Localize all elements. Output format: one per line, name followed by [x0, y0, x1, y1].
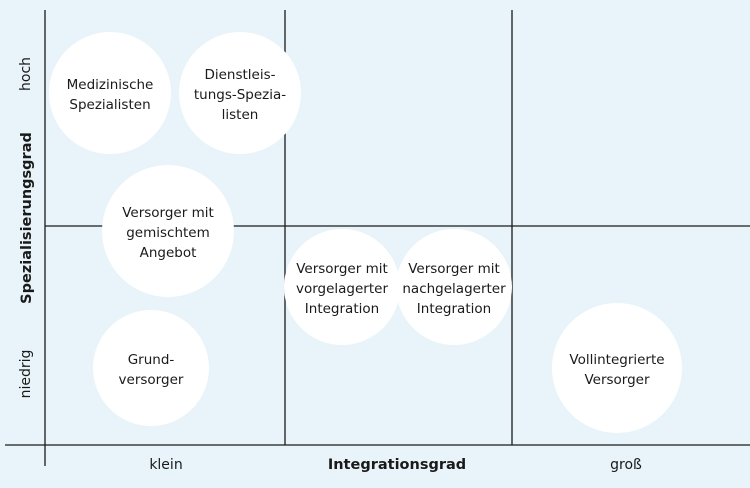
bubble-line: tungs-Spezia-: [194, 87, 286, 103]
bubble-vorgelagerte-integration: Versorger mit vorgelagerter Integration: [284, 229, 400, 345]
bubble-nachgelagerte-integration: Versorger mit nachgelagerter Integration: [396, 229, 512, 345]
bubble-line: gemischtem: [126, 225, 210, 241]
bubble-line: Medizinische: [67, 77, 154, 93]
bubble-line: Versorger mit: [296, 261, 388, 277]
bubble-line: Dienstleis-: [204, 67, 275, 83]
bubble-line: nachgelagerter: [402, 281, 506, 297]
bubble-grundversorger: Grund- versorger: [93, 310, 209, 426]
bubble-line: versorger: [119, 372, 184, 388]
bubble-line: Angebot: [140, 245, 197, 261]
bubble-line: Versorger mit: [122, 205, 214, 221]
y-axis-high-label: hoch: [18, 57, 34, 91]
x-axis-title: Integrationsgrad: [328, 457, 466, 473]
bubble-line: Versorger mit: [408, 261, 500, 277]
bubble-dienstleistungs-spezialisten: Dienstleis- tungs-Spezia- listen: [179, 32, 301, 154]
bubble-vollintegrierte-versorger: Vollintegrierte Versorger: [552, 303, 682, 433]
bubble-line: Spezialisten: [69, 97, 150, 113]
x-axis-high-label: groß: [610, 457, 642, 473]
bubble-line: listen: [222, 107, 259, 123]
y-axis-title: Spezialisierungsgrad: [19, 132, 35, 304]
bubble-gemischtes-angebot: Versorger mit gemischtem Angebot: [102, 165, 234, 297]
x-axis-low-label: klein: [149, 457, 182, 473]
bubble-line: Grund-: [128, 352, 175, 368]
bubble-medizinische-spezialisten: Medizinische Spezialisten: [49, 32, 171, 154]
bubble-line: Versorger: [584, 372, 650, 388]
bubble-line: vorgelagerter: [296, 281, 388, 297]
bubble-line: Vollintegrierte: [569, 352, 664, 368]
bubble-line: Integration: [305, 301, 379, 317]
bubble-line: Integration: [417, 301, 491, 317]
y-axis-low-label: niedrig: [18, 350, 34, 399]
